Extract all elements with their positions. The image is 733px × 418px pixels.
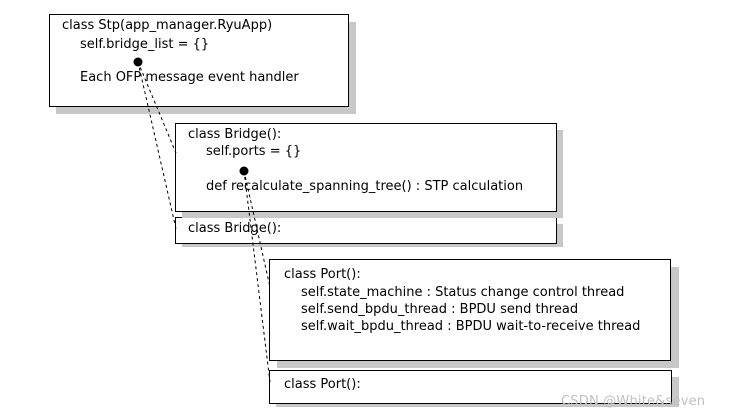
bridge-class-box-1: class Bridge(): self.ports = {} def reca… [175, 123, 557, 212]
csdn-watermark: CSDN @White&seven [561, 394, 706, 409]
state-machine-attribute: self.state_machine : Status change contr… [301, 285, 625, 300]
port-class-box-1: class Port(): self.state_machine : Statu… [269, 259, 671, 361]
bridge-class-box-2: class Bridge(): [175, 217, 557, 244]
ports-attribute: self.ports = {} [206, 144, 302, 159]
send-bpdu-thread-attribute: self.send_bpdu_thread : BPDU send thread [301, 302, 579, 317]
bridge-class-declaration: class Bridge(): [188, 127, 282, 142]
recalculate-spanning-tree-method: def recalculate_spanning_tree() : STP ca… [206, 179, 524, 194]
port-class-declaration: class Port(): [284, 267, 361, 282]
stp-class-box: class Stp(app_manager.RyuApp) self.bridg… [49, 14, 349, 107]
bridge-2-class-declaration: class Bridge(): [188, 221, 282, 236]
ofp-event-handler-text: Each OFP message event handler [80, 70, 299, 85]
wait-bpdu-thread-attribute: self.wait_bpdu_thread : BPDU wait-to-rec… [301, 319, 641, 334]
port-class-box-2: class Port(): [269, 370, 672, 404]
bridge-list-attribute: self.bridge_list = {} [80, 37, 210, 52]
port-2-class-declaration: class Port(): [284, 377, 361, 392]
stp-class-declaration: class Stp(app_manager.RyuApp) [62, 18, 273, 33]
